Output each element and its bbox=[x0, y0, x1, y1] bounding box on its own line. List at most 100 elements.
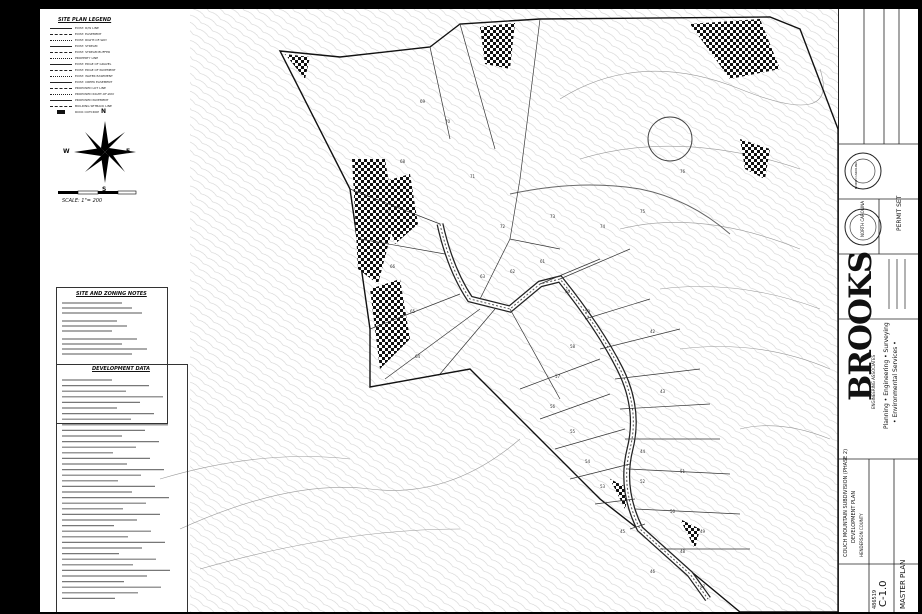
legend-line-icon bbox=[50, 87, 72, 89]
legend-item-label: PROPERTY LINE bbox=[75, 56, 99, 60]
legend-item: PROPOSED LOT LINE bbox=[50, 85, 120, 91]
legend-line-icon bbox=[50, 75, 72, 77]
legend-item: ROCK OUTCROP bbox=[50, 109, 120, 115]
drawing-sheet: SITE PLAN LEGEND EXIST. R/W LINE EXIST. E… bbox=[40, 9, 918, 612]
compass-west: W bbox=[63, 148, 70, 155]
legend-item: EXIST. EDGE OF GRAVEL bbox=[50, 61, 120, 67]
lot-number: 68 bbox=[400, 159, 406, 164]
legend-item-label: PROPOSED PAVEMENT bbox=[75, 98, 109, 102]
lot-number: 45 bbox=[620, 529, 626, 534]
legend-line-icon bbox=[50, 33, 72, 35]
compass-east: E bbox=[126, 148, 131, 155]
legend-line-icon bbox=[50, 105, 72, 107]
legend-item-label: EXIST. WATER EASEMENT bbox=[75, 74, 113, 78]
lot-number: 71 bbox=[470, 174, 476, 179]
site-plan-drawing bbox=[159, 9, 839, 612]
development-data-title: DEVELOPMENT DATA bbox=[92, 366, 150, 372]
site-zoning-notes-box bbox=[56, 287, 168, 424]
legend-line-icon bbox=[50, 93, 72, 95]
legend-title: SITE PLAN LEGEND bbox=[58, 17, 112, 23]
lot-number: 65 bbox=[410, 309, 416, 314]
lot-number: 49 bbox=[700, 529, 706, 534]
legend-item-label: ROCK OUTCROP bbox=[75, 110, 100, 114]
firm-subtitle: ENGINEERING ASSOCIATES bbox=[871, 354, 876, 409]
lot-number: 47 bbox=[700, 584, 706, 589]
legend-item-label: EXIST. EASEMENT bbox=[75, 32, 102, 36]
lot-number: 75 bbox=[640, 209, 646, 214]
rock-outcrops bbox=[285, 19, 780, 549]
lot-number: 56 bbox=[550, 404, 556, 409]
lot-number: 53 bbox=[600, 484, 606, 489]
nc-seal: NORTH CAROLINA bbox=[860, 201, 865, 237]
legend-item: EXIST. CREEK EASEMENT bbox=[50, 79, 120, 85]
legend-line-icon bbox=[50, 51, 72, 53]
compass-north: N bbox=[101, 108, 107, 115]
lot-number: 62 bbox=[510, 269, 516, 274]
proposed-road bbox=[436, 223, 711, 602]
lot-number: 72 bbox=[500, 224, 506, 229]
firm-services-2: • Environmental Services • bbox=[892, 341, 899, 423]
site-zoning-notes-title: SITE AND ZONING NOTES bbox=[76, 291, 147, 297]
legend-item-label: EXIST. STREAM BUFFER bbox=[75, 50, 111, 54]
lot-number: 61 bbox=[540, 259, 546, 264]
legend-line-icon bbox=[50, 45, 72, 47]
lot-number: 43 bbox=[660, 389, 666, 394]
lot-number: 51 bbox=[680, 469, 686, 474]
lot-number: 76 bbox=[680, 169, 686, 174]
legend-item: EXIST. STREAM BUFFER bbox=[50, 49, 120, 55]
topo-background bbox=[190, 9, 838, 612]
legend-line-icon bbox=[50, 81, 72, 83]
legend-line-icon bbox=[50, 69, 72, 71]
legend-item-label: EXIST. STREAM bbox=[75, 44, 98, 48]
title-block: NORTH CAROLINA NORTH CAROLINA PERMIT SET… bbox=[838, 9, 918, 612]
lot-number: 42 bbox=[650, 329, 656, 334]
legend-item: PROPOSED RIGHT-OF-WAY bbox=[50, 91, 120, 97]
title-block-frame bbox=[839, 9, 918, 612]
lot-number: 46 bbox=[650, 569, 656, 574]
legend-item: EXIST. RIGHT-OF-WAY bbox=[50, 37, 120, 43]
lot-number: 50 bbox=[670, 509, 676, 514]
lot-number: 58 bbox=[570, 344, 576, 349]
cul-de-sac bbox=[647, 116, 693, 162]
lot-number: 44 bbox=[640, 449, 646, 454]
legend-item-label: BUILDING SETBACK LINE bbox=[75, 104, 112, 108]
compass-south: S bbox=[102, 186, 107, 193]
lot-number: 73 bbox=[550, 214, 556, 219]
legend-item-label: EXIST. RIGHT-OF-WAY bbox=[75, 38, 107, 42]
legend-item-label: PROPOSED RIGHT-OF-WAY bbox=[75, 92, 115, 96]
legend-item-label: EXIST. EDGE OF GRAVEL bbox=[75, 62, 112, 66]
legend-item: EXIST. WATER EASEMENT bbox=[50, 73, 120, 79]
legend-line-icon bbox=[50, 63, 72, 65]
legend-item-label: EXIST. EDGE OF PAVEMENT bbox=[75, 68, 116, 72]
scale-label: SCALE: 1"= 200 bbox=[62, 198, 103, 204]
sheet-number: C-1.0 bbox=[878, 580, 889, 608]
legend-line-icon bbox=[50, 27, 72, 29]
lot-number: 54 bbox=[585, 459, 591, 464]
lot-number: 57 bbox=[555, 374, 561, 379]
lot-number: 52 bbox=[640, 479, 646, 484]
seal-text: NORTH CAROLINA bbox=[854, 162, 858, 189]
lot-number: 69 bbox=[420, 99, 426, 104]
lot-number: 48 bbox=[680, 549, 686, 554]
firm-services-1: Planning • Engineering • Surveying bbox=[883, 322, 890, 429]
development-data-box bbox=[56, 364, 188, 612]
legend-item: EXIST. EASEMENT bbox=[50, 31, 120, 37]
lot-number: 60 bbox=[565, 289, 571, 294]
legend-list: EXIST. R/W LINE EXIST. EASEMENT EXIST. RIG… bbox=[50, 25, 120, 115]
lot-number: 63 bbox=[480, 274, 486, 279]
legend-line-icon bbox=[50, 99, 72, 101]
legend-item-label: EXIST. R/W LINE bbox=[75, 26, 99, 30]
existing-gravel-road bbox=[509, 184, 731, 235]
lot-number: 64 bbox=[415, 354, 421, 359]
legend-line-icon bbox=[57, 110, 65, 114]
notes-text-lines bbox=[62, 302, 147, 355]
legend-line-icon bbox=[50, 57, 72, 59]
county-label: HENDERSON COUNTY bbox=[859, 513, 864, 557]
legend-line-icon bbox=[50, 39, 72, 41]
scale-bar bbox=[58, 190, 137, 195]
lot-number: 55 bbox=[570, 429, 576, 434]
lot-lines bbox=[349, 18, 750, 550]
project-title: COUCH MOUNTAIN SUBDIVISION (PHASE 2) bbox=[843, 448, 849, 557]
lot-number: 74 bbox=[600, 224, 606, 229]
lot-number: 59 bbox=[585, 309, 591, 314]
